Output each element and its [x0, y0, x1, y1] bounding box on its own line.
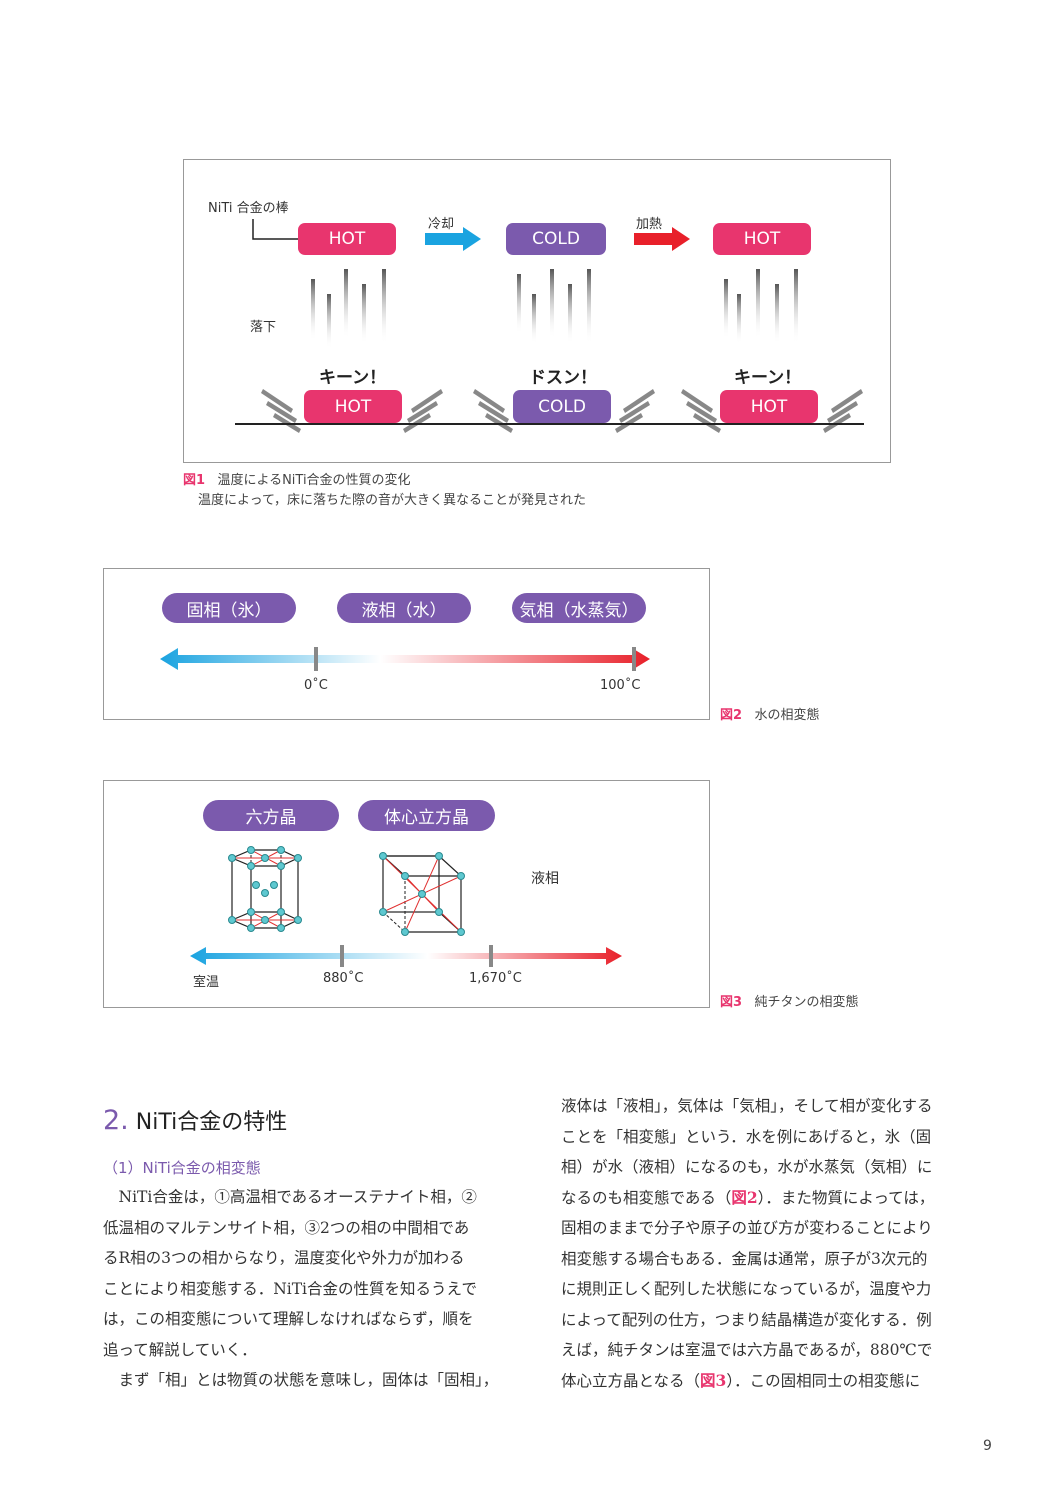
- tick-label-100c: 100˚C: [600, 678, 641, 693]
- right-line: 体心立方晶となる（図3）．この固相同士の相変態に: [561, 1366, 934, 1397]
- bottom-box-hot-1: HOT: [304, 390, 402, 423]
- fall-label: 落下: [250, 320, 277, 335]
- sound-kiin-2: キーン！: [734, 368, 802, 388]
- figure2-caption-num: 図2: [720, 708, 743, 723]
- bottom-box-cold: COLD: [513, 390, 611, 423]
- hexagonal-crystal-icon: [228, 846, 302, 932]
- sound-dosun: ドスン！: [529, 368, 597, 388]
- left-line: は，この相変態について理解しなければならず，順を: [103, 1310, 474, 1328]
- liquid-phase-label: 液相: [531, 871, 559, 887]
- right-line-part: ）．この固相同士の相変態に: [726, 1371, 921, 1390]
- tick-0c: [314, 647, 318, 671]
- right-line: 相変態する場合もある．金属は通常，原子が3次元的: [561, 1249, 928, 1268]
- figure2-temperature-arrow: [160, 647, 650, 671]
- top-box-hot-1: HOT: [298, 223, 396, 255]
- figure3-temperature-arrow: [190, 945, 622, 967]
- figure3-caption: 図3 純チタンの相変態: [720, 991, 858, 1010]
- rod-label: NiTi 合金の棒: [208, 201, 289, 216]
- section-number: 2.: [103, 1105, 129, 1136]
- figure3-caption-title: 純チタンの相変態: [754, 995, 859, 1010]
- top-box-cold: COLD: [506, 223, 606, 255]
- phase-hexagonal: 六方晶: [203, 800, 339, 831]
- fall-streaks-1: [311, 269, 386, 349]
- left-column: NiTi合金は，①高温相であるオーステナイト相，② 低温相のマルテンサイト相，③…: [103, 1182, 498, 1396]
- right-line: えば，純チタンは室温では六方晶であるが，880℃で: [561, 1341, 933, 1359]
- figure2-reference[interactable]: 図2: [731, 1187, 758, 1207]
- tick-label-room-temp: 室温: [193, 975, 220, 990]
- right-line: に規則正しく配列した状態になっているが，温度や力: [561, 1280, 932, 1298]
- subheading: （1）NiTi合金の相変態: [103, 1159, 261, 1177]
- tick-100c: [632, 647, 636, 671]
- left-line: ことにより相変態する．NiTi合金の性質を知るうえで: [103, 1279, 478, 1298]
- left-line: 低温相のマルテンサイト相，③2つの相の中間相であ: [103, 1218, 470, 1237]
- section-title: NiTi合金の特性: [135, 1110, 288, 1135]
- page-number: 9: [983, 1438, 992, 1454]
- sound-kiin-1: キーン！: [319, 368, 387, 388]
- right-line: ことを「相変態」という．水を例にあげると，氷（固: [561, 1127, 932, 1146]
- phase-gas: 気相（水蒸気）: [512, 593, 646, 623]
- right-line-part: ）．また物質によっては，: [757, 1188, 935, 1207]
- tick-label-1670c: 1,670˚C: [469, 971, 522, 986]
- right-line: によって配列の仕方，つまり結晶構造が変化する．例: [561, 1310, 932, 1329]
- right-line: 液体は「液相」，気体は「気相」，そして相が変化する: [561, 1097, 933, 1115]
- right-line-part: 体心立方晶となる（: [561, 1371, 701, 1390]
- rod-leader-line: [252, 219, 301, 240]
- figure1-caption-num: 図1: [183, 473, 206, 488]
- phase-bcc: 体心立方晶: [358, 800, 495, 831]
- right-line: 相）が水（液相）になるのも，水が水蒸気（気相）に: [561, 1158, 933, 1176]
- tick-880c: [340, 945, 344, 967]
- phase-liquid: 液相（水）: [337, 593, 471, 623]
- figure1-caption: 図1 温度によるNiTi合金の性質の変化 温度によって，床に落ちた際の音が大きく…: [183, 471, 586, 511]
- figure3-reference[interactable]: 図3: [700, 1370, 727, 1390]
- bcc-crystal-icon: [379, 852, 465, 936]
- tick-label-0c: 0˚C: [304, 678, 328, 693]
- cool-arrow-icon: [425, 227, 481, 251]
- left-line: 追って解説していく．: [103, 1340, 257, 1359]
- figure1-caption-desc: 温度によって，床に落ちた際の音が大きく異なることが発見された: [198, 493, 587, 508]
- section-heading: 2. NiTi合金の特性: [103, 1104, 287, 1136]
- fall-streaks-3: [724, 269, 798, 344]
- right-line: 固相のままで分子や原子の並び方が変わることにより: [561, 1219, 933, 1237]
- tick-1670c: [489, 945, 493, 967]
- figure1-caption-title: 温度によるNiTi合金の性質の変化: [217, 473, 411, 488]
- heat-label: 加熱: [636, 217, 663, 232]
- cool-label: 冷却: [428, 217, 455, 232]
- right-line-part: なるのも相変態である（: [561, 1188, 732, 1207]
- tick-label-880c: 880˚C: [323, 971, 364, 986]
- figure1-graphics: [235, 219, 864, 433]
- figure2-caption: 図2 水の相変態: [720, 704, 819, 723]
- right-column: 液体は「液相」，気体は「気相」，そして相が変化する ことを「相変態」という．水を…: [561, 1091, 934, 1396]
- bottom-box-hot-2: HOT: [720, 390, 818, 423]
- left-line: NiTi合金は，①高温相であるオーステナイト相，②: [103, 1188, 477, 1206]
- heat-arrow-icon: [634, 227, 690, 251]
- figure2-caption-title: 水の相変態: [754, 708, 820, 723]
- phase-solid: 固相（氷）: [162, 593, 296, 623]
- right-line: なるのも相変態である（図2）．また物質によっては，: [561, 1183, 934, 1214]
- top-box-hot-2: HOT: [713, 223, 811, 255]
- impact-marks: [261, 389, 863, 433]
- left-line: まず「相」とは物質の状態を意味し，固体は「固相」，: [103, 1371, 499, 1389]
- fall-streaks-2: [517, 269, 591, 344]
- figure3-caption-num: 図3: [720, 995, 743, 1010]
- left-line: るR相の3つの相からなり，温度変化や外力が加わる: [103, 1249, 465, 1267]
